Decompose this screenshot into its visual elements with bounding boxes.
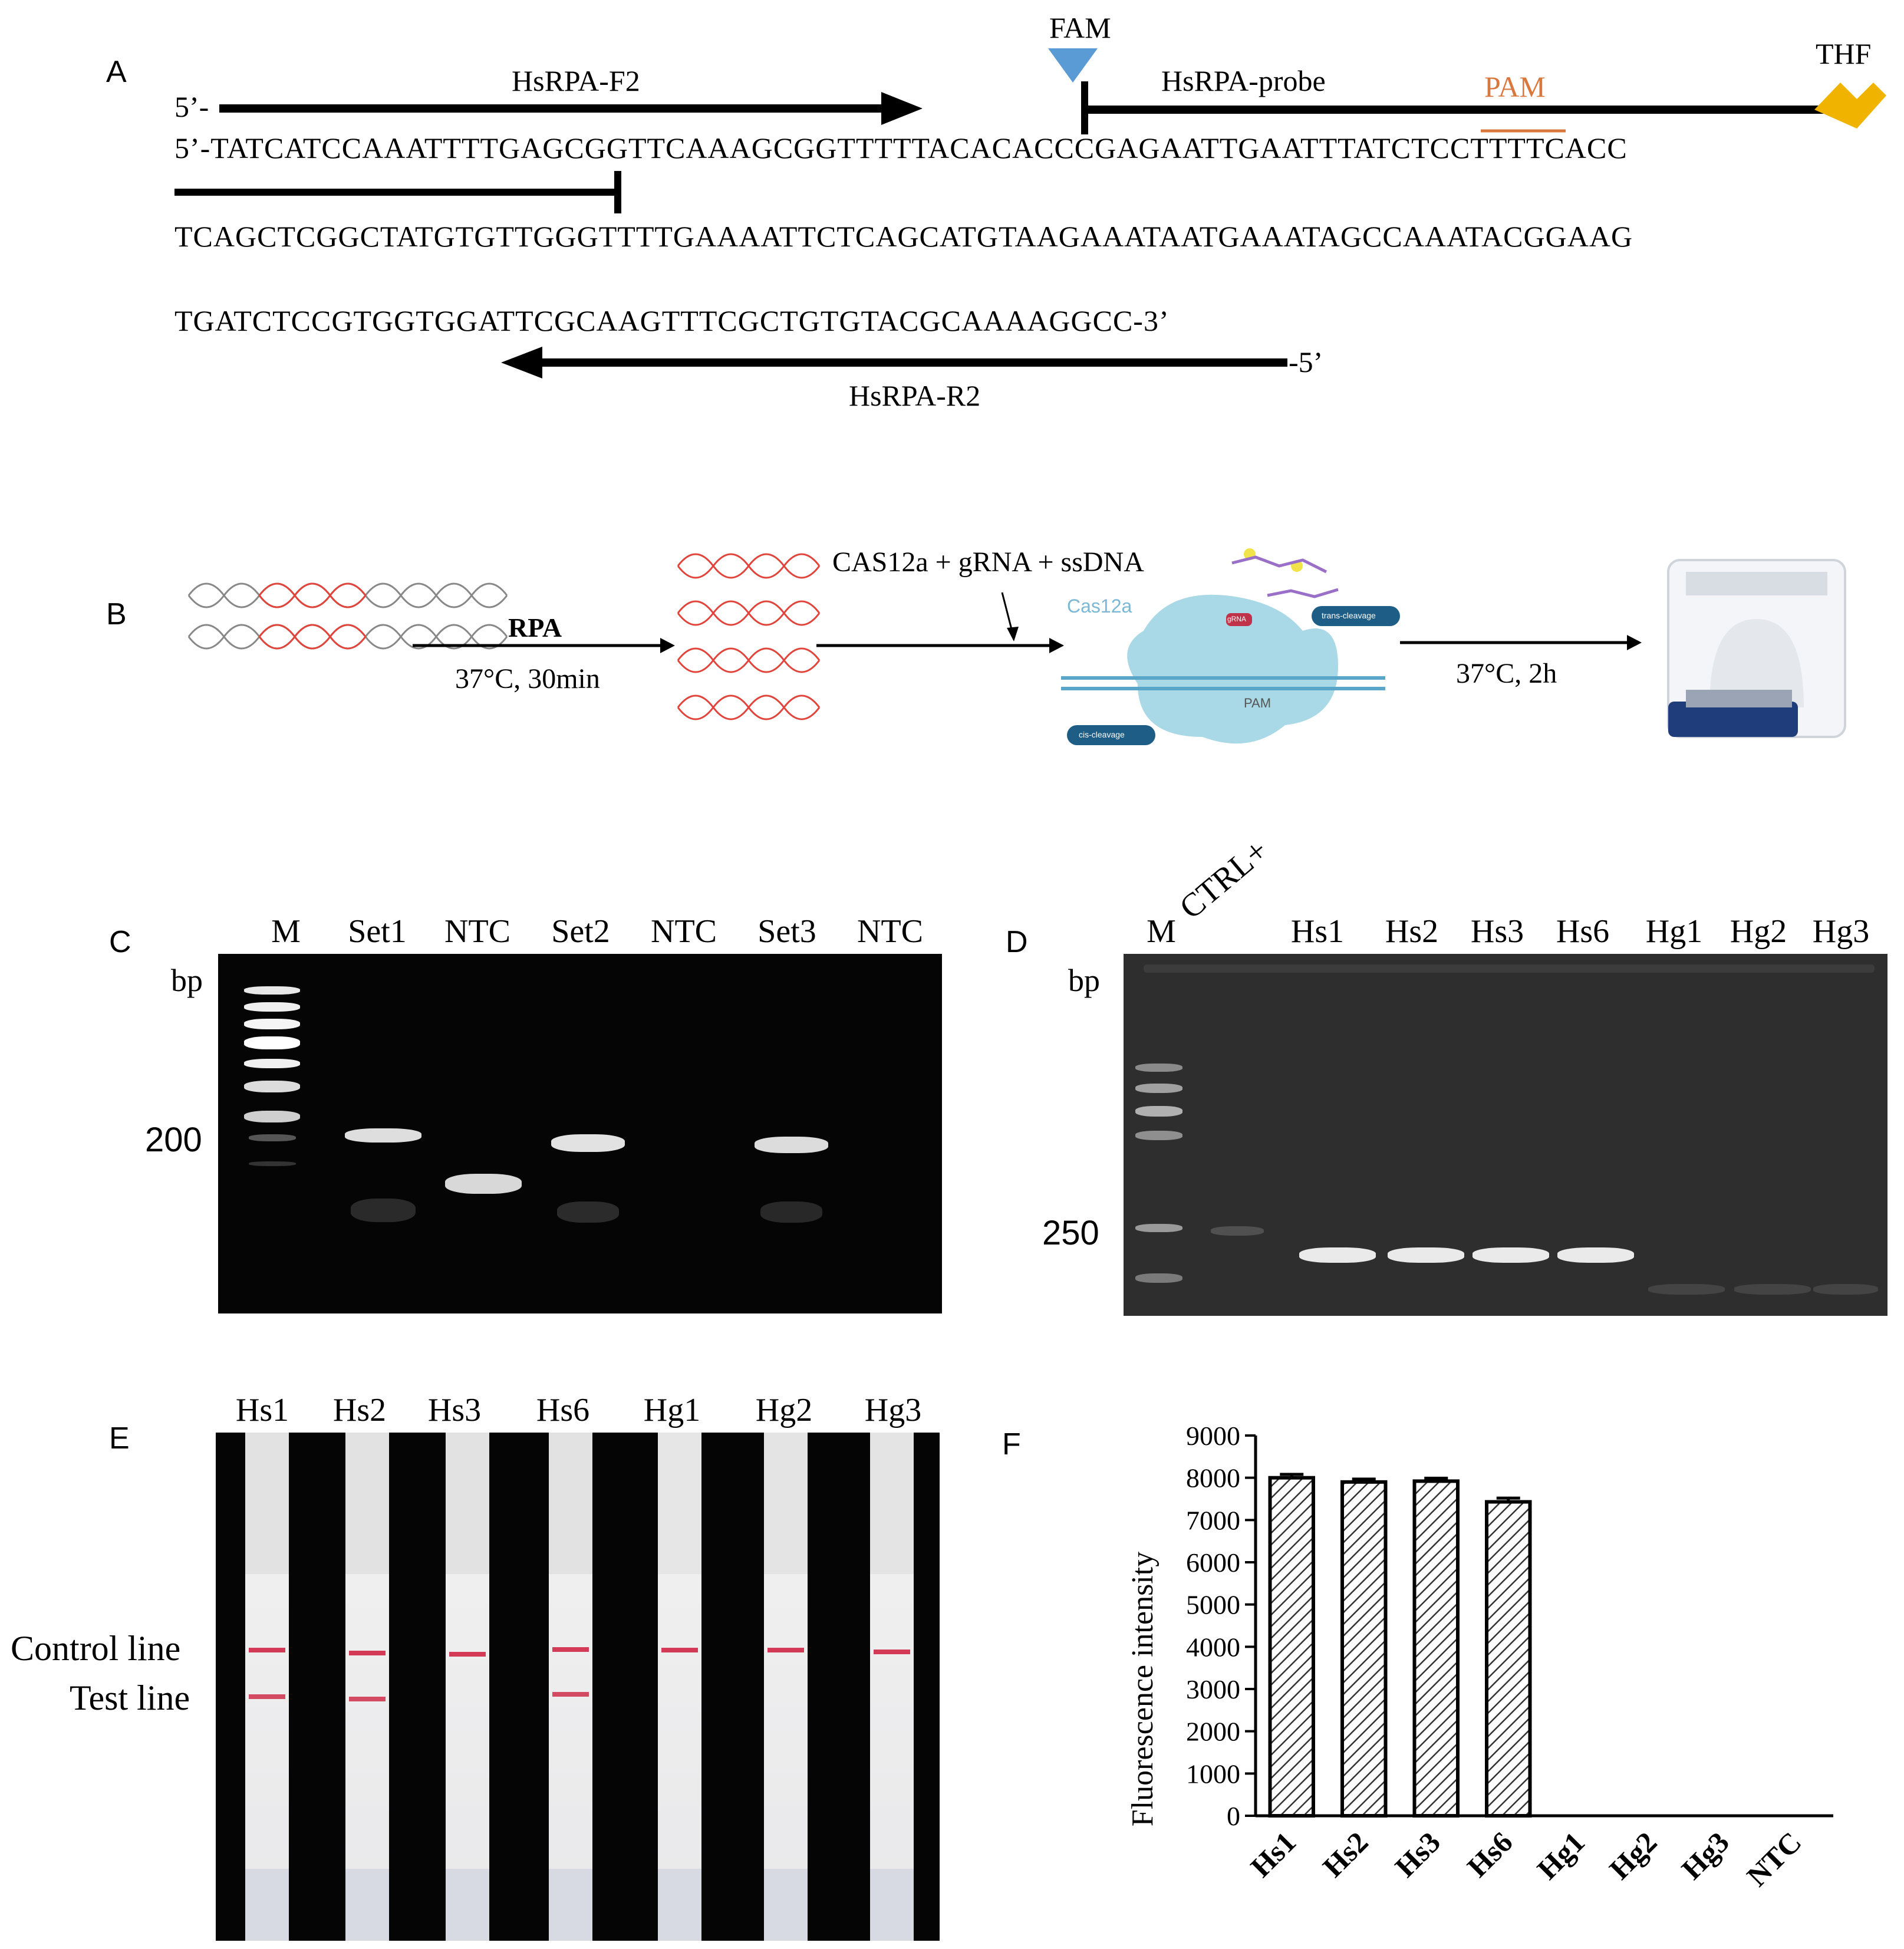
fam-label: FAM xyxy=(1049,11,1111,44)
fluorescence-bar-chart: Fluorescence intensity 0 1000 2000 3000 4000… xyxy=(1126,1421,1833,1892)
strip-lane-hs1: Hs1 xyxy=(235,1392,289,1428)
test-line-label: Test line xyxy=(70,1678,190,1717)
strip-lane-hs3: Hs3 xyxy=(427,1392,482,1428)
gel-c-image xyxy=(218,954,942,1313)
rpa-step-condition: 37°C, 30min xyxy=(455,663,600,694)
gel-c-lane-ntc1: NTC xyxy=(444,913,510,950)
panel-a-letter: A xyxy=(106,55,127,89)
chart-y-tick-label: 2000 xyxy=(1186,1717,1240,1747)
cas12a-complex-icon xyxy=(1061,548,1400,745)
amplified-dna-icon xyxy=(677,553,821,720)
gel-d-lane-hs3: Hs3 xyxy=(1470,913,1524,950)
rpa-step-label: RPA xyxy=(508,613,562,643)
thf-diamond xyxy=(1814,83,1886,129)
gel-d-lane-hs1: Hs1 xyxy=(1290,913,1345,950)
chart-y-tick-label: 0 xyxy=(1227,1801,1240,1831)
sequence-line-2: TCAGCTCGGCTATGTGTTGGGTTTTGAAAATTCTCAGCAT… xyxy=(174,220,1633,253)
panel-c-letter: C xyxy=(109,925,131,959)
chart-x-tick-label: Hg2 xyxy=(1603,1825,1663,1885)
chart-y-tick-label: 6000 xyxy=(1186,1548,1240,1578)
incubation-condition: 37°C, 2h xyxy=(1456,658,1557,689)
strip-lane-hg1: Hg1 xyxy=(643,1392,701,1428)
fluorescence-reader-icon xyxy=(1667,559,1846,738)
chart-y-tick-label: 5000 xyxy=(1186,1590,1240,1620)
chart-y-tick-label: 1000 xyxy=(1186,1759,1240,1789)
cis-cleavage-label: cis-cleavage xyxy=(1079,730,1125,739)
gel-c-lane-set2: Set2 xyxy=(551,913,610,950)
chart-y-tick-label: 8000 xyxy=(1186,1463,1240,1493)
chart-x-tick-label: Hs1 xyxy=(1244,1825,1302,1884)
gel-d-image xyxy=(1124,954,1887,1316)
panel-a-annotations xyxy=(174,48,1886,378)
forward-primer-5prime: 5’- xyxy=(174,90,209,123)
dna-template-icon xyxy=(187,582,508,650)
strip-lane-hs2: Hs2 xyxy=(332,1392,387,1428)
cas12a-label: Cas12a xyxy=(1067,595,1132,617)
chart-bar xyxy=(1268,1476,1315,1818)
reverse-primer-5prime: -5’ xyxy=(1289,345,1323,378)
reverse-primer-label: HsRPA-R2 xyxy=(849,379,981,412)
strip-lane-hg2: Hg2 xyxy=(755,1392,813,1428)
panel-c-marker-label: 200 xyxy=(145,1121,202,1159)
sequence-line-1: 5’-TATCATCCAAATTTTGAGCGGTTCAAAGCGGTTTTTA… xyxy=(174,131,1628,164)
sequence-line-3: TGATCTCCGTGGTGGATTCGCAAGTTTCGCTGTGTACGCA… xyxy=(174,304,1170,337)
forward-primer-label: HsRPA-F2 xyxy=(512,64,640,97)
panel-c-unit: bp xyxy=(171,963,203,998)
incubation-arrowhead xyxy=(1627,635,1642,650)
chart-x-tick-label: Hs6 xyxy=(1461,1825,1519,1884)
reagent-pointer-head xyxy=(1007,627,1019,641)
panel-f-letter: F xyxy=(1002,1427,1021,1461)
panel-d-letter: D xyxy=(1006,925,1028,959)
rpa-arrowhead xyxy=(660,638,675,653)
chart-y-tick-label: 9000 xyxy=(1186,1421,1240,1451)
pam-label: PAM xyxy=(1484,70,1546,103)
panel-d-unit: bp xyxy=(1068,963,1100,998)
chart-y-tick-label: 7000 xyxy=(1186,1505,1240,1535)
gel-d-lane-ctrl: CTRL+ xyxy=(1172,832,1276,927)
chart-bar xyxy=(1412,1479,1460,1818)
chart-y-tick-label: 3000 xyxy=(1186,1674,1240,1704)
reagent-label: CAS12a + gRNA + ssDNA xyxy=(832,546,1144,578)
control-line-label: Control line xyxy=(11,1629,181,1668)
reagent-pointer xyxy=(1001,592,1014,634)
gel-c-lane-ntc2: NTC xyxy=(651,913,717,950)
panel-e-letter: E xyxy=(109,1421,130,1456)
lateral-flow-strips-image xyxy=(216,1433,940,1941)
gel-d-lane-hs2: Hs2 xyxy=(1385,913,1439,950)
chart-y-tick-label: 4000 xyxy=(1186,1632,1240,1662)
gel-c-lane-set1: Set1 xyxy=(348,913,407,950)
gel-c-lane-m: M xyxy=(271,913,301,950)
chart-bar xyxy=(1485,1500,1532,1818)
gel-d-lane-hg1: Hg1 xyxy=(1645,913,1703,950)
thf-label: THF xyxy=(1816,37,1872,70)
chart-x-tick-label: Hs2 xyxy=(1316,1825,1375,1884)
chart-x-tick-label: Hg1 xyxy=(1531,1825,1591,1885)
grna-label: gRNA xyxy=(1227,615,1247,623)
gel-c-lane-set3: Set3 xyxy=(757,913,816,950)
gel-d-lane-hg3: Hg3 xyxy=(1812,913,1870,950)
forward-primer-arrowhead xyxy=(881,92,923,125)
chart-ylabel: Fluorescence intensity xyxy=(1126,1552,1159,1826)
probe-label: HsRPA-probe xyxy=(1161,64,1326,97)
gel-d-lane-hg2: Hg2 xyxy=(1730,913,1787,950)
reverse-primer-arrowhead xyxy=(501,347,542,378)
chart-bar xyxy=(1340,1480,1388,1818)
strip-lane-hg3: Hg3 xyxy=(864,1392,922,1428)
gel-d-lane-m: M xyxy=(1147,913,1176,950)
cas-arrowhead xyxy=(1049,638,1064,653)
pam-site-label: PAM xyxy=(1244,696,1271,710)
chart-x-tick-label: Hs3 xyxy=(1388,1825,1447,1884)
panel-b-workflow xyxy=(187,548,1846,745)
gel-d-lane-hs6: Hs6 xyxy=(1556,913,1610,950)
gel-c-lane-ntc3: NTC xyxy=(857,913,923,950)
trans-cleavage-label: trans-cleavage xyxy=(1322,611,1376,620)
chart-x-tick-label: Hg3 xyxy=(1675,1825,1735,1885)
chart-x-tick-label: NTC xyxy=(1740,1825,1807,1892)
panel-b-letter: B xyxy=(106,597,127,631)
panel-d-marker-label: 250 xyxy=(1042,1214,1099,1252)
strip-lane-hs6: Hs6 xyxy=(536,1392,590,1428)
fam-triangle xyxy=(1048,48,1098,83)
